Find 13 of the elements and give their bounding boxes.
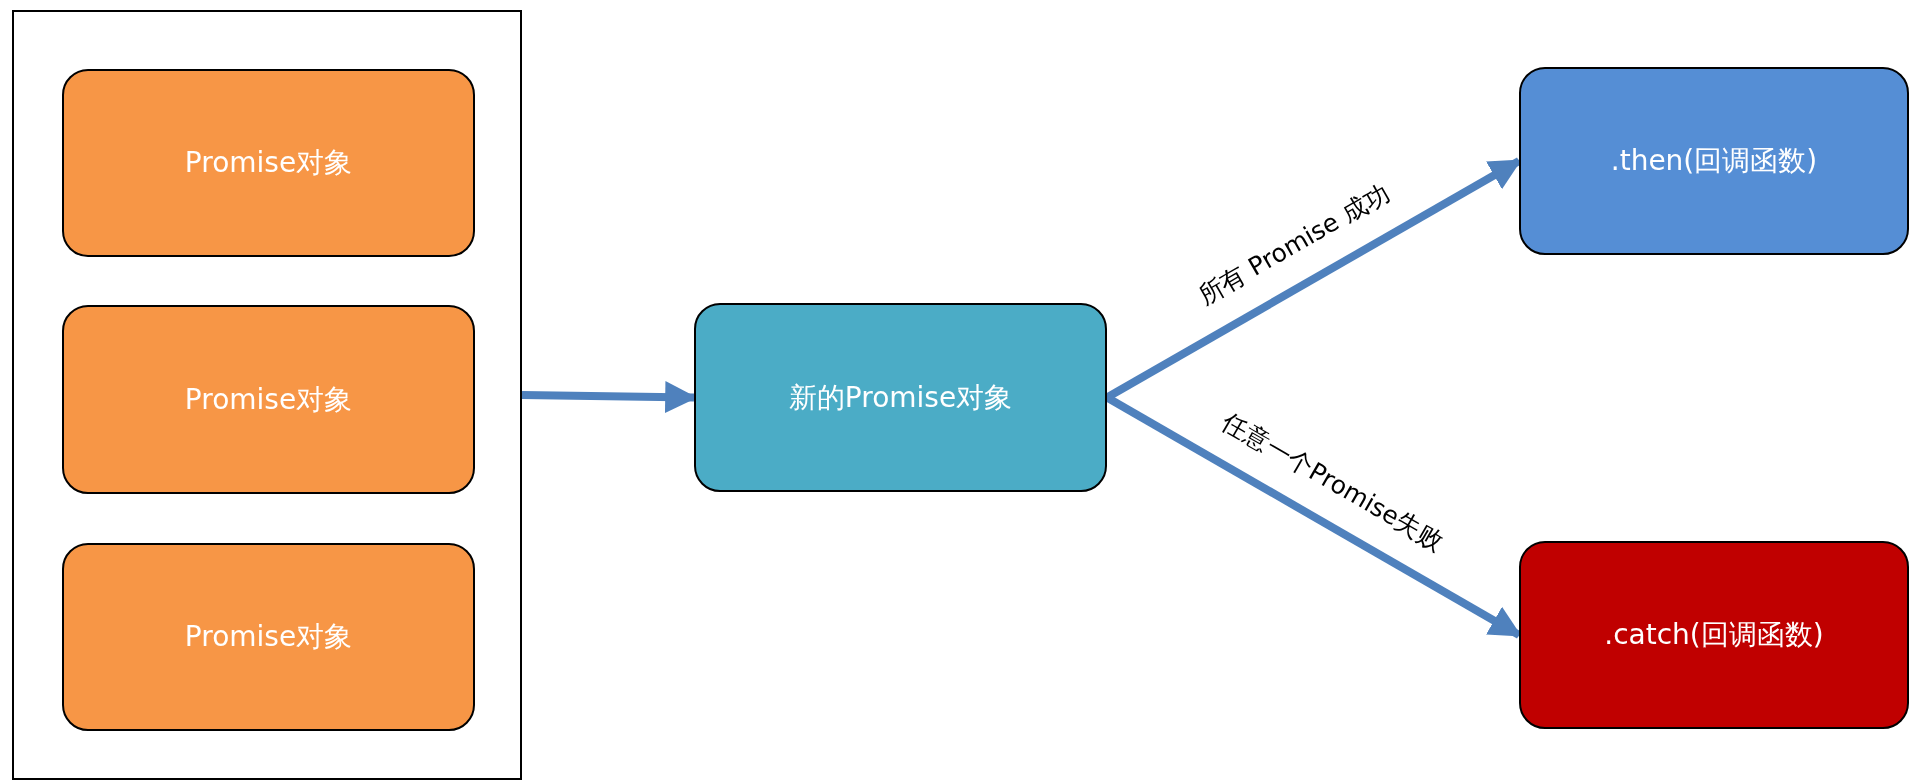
box-label: .then(回调函数): [1610, 143, 1818, 179]
box-label: Promise对象: [184, 145, 353, 181]
process-box: [62, 305, 475, 494]
group-frame: [12, 10, 522, 780]
box-label: Promise对象: [184, 381, 353, 418]
process-box: [62, 69, 475, 257]
box-label: Promise对象: [184, 619, 353, 655]
process-box: [1519, 67, 1909, 255]
box-label: 新的Promise对象: [788, 379, 1013, 416]
process-box: [62, 543, 475, 731]
process-box: [694, 303, 1107, 492]
box-label: .catch(回调函数): [1604, 617, 1824, 653]
process-box: [1519, 541, 1909, 729]
